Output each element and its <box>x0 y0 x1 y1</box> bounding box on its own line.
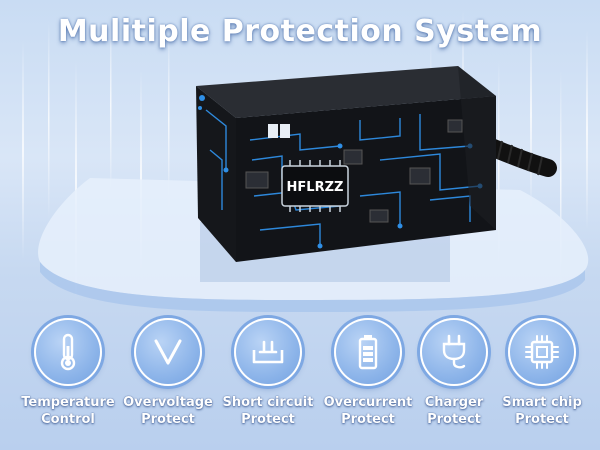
feature-smart-chip-protect: Smart chip Protect <box>492 318 592 428</box>
overvoltage-icon <box>154 339 182 365</box>
feature-label: Short circuit Protect <box>222 395 314 427</box>
feature-short-circuit-protect: Short circuit Protect <box>218 318 318 428</box>
feature-charger-protect: Charger Protect <box>404 318 504 428</box>
short-circuit-icon <box>252 340 284 364</box>
thermometer-icon <box>60 333 76 371</box>
battery-icon <box>358 335 378 370</box>
feature-label: Overcurrent Protect <box>323 395 413 427</box>
page-title: Mulitiple Protection System <box>57 14 543 49</box>
feature-label: Overvoltage Protect <box>123 395 213 427</box>
chip-icon <box>525 335 559 369</box>
plug-icon <box>442 334 466 369</box>
brand-chip-label: HFLRZZ <box>287 180 344 195</box>
feature-label: Charger Protect <box>424 395 484 427</box>
power-adapter-illustration: HFLRZZ <box>38 66 589 312</box>
feature-overcurrent-protect: Overcurrent Protect <box>318 318 418 428</box>
feature-label: Smart chip Protect <box>502 395 582 427</box>
feature-overvoltage-protect: Overvoltage Protect <box>118 318 218 428</box>
features-row: Temperature Control Overvoltage Protect <box>0 318 600 448</box>
feature-label: Temperature Control <box>21 395 115 427</box>
feature-temperature-control: Temperature Control <box>18 318 118 428</box>
